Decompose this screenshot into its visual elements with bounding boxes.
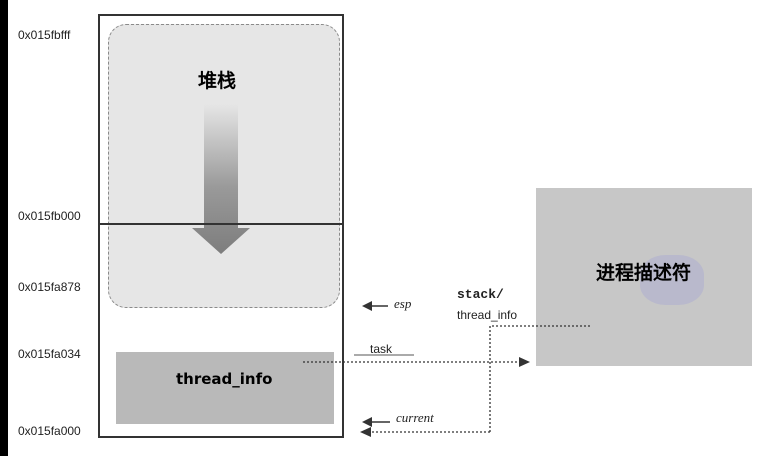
stack-title: 堆栈 xyxy=(198,70,237,92)
address-bottom: 0x015fa000 xyxy=(18,424,81,438)
process-descriptor-label: 进程描述符 xyxy=(596,262,692,284)
thread-info-box xyxy=(116,352,334,424)
thread-info-label: thread_info xyxy=(176,370,273,388)
esp-label: esp xyxy=(394,296,412,311)
task-label: task xyxy=(370,342,393,356)
address-stack-low: 0x015fa878 xyxy=(18,280,81,294)
current-label: current xyxy=(396,410,434,425)
address-base: 0x015fb000 xyxy=(18,209,81,223)
address-task-field: 0x015fa034 xyxy=(18,347,81,361)
address-top: 0x015fbfff xyxy=(18,28,71,42)
backlink-arrow-head xyxy=(360,427,371,437)
esp-arrow-head xyxy=(362,301,372,311)
down-arrow-icon xyxy=(192,104,250,254)
current-arrow-head xyxy=(362,417,372,427)
descriptor-highlight xyxy=(640,255,704,305)
stack-field-label: stack/ xyxy=(457,287,504,302)
task-arrow-head xyxy=(519,357,530,367)
thread-info-field-label: thread_info xyxy=(457,308,518,322)
